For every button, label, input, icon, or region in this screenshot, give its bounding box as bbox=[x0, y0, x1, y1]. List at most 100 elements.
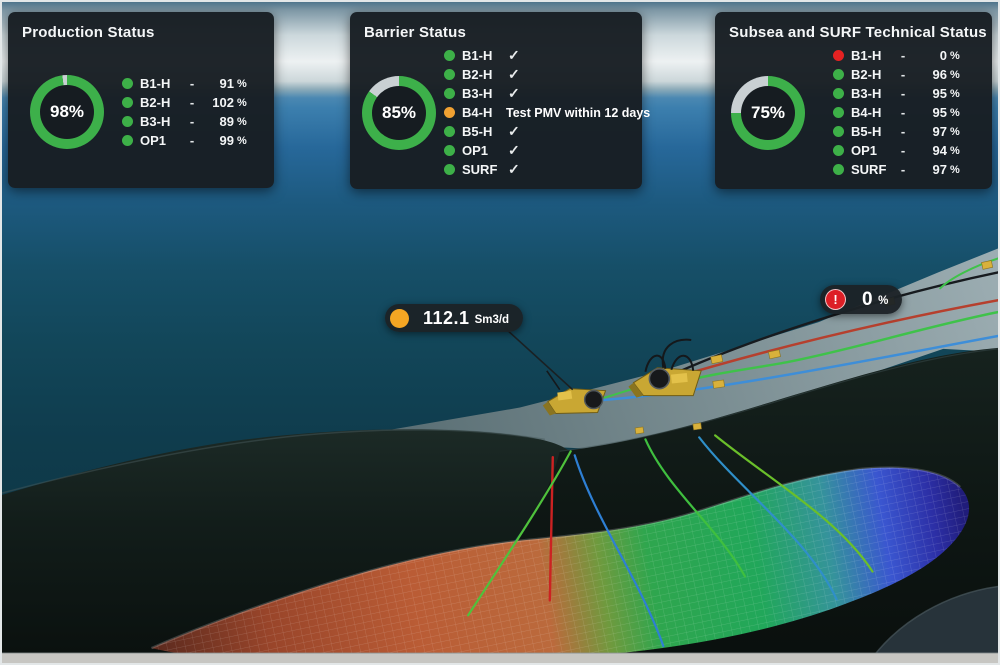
barrier-status-panel[interactable]: Barrier Status 85% B1-H ✓ B2-H ✓ B3-H bbox=[350, 12, 650, 189]
well-value: 95 bbox=[932, 86, 947, 101]
well-label: B1-H bbox=[462, 48, 493, 63]
seafloor-sand bbox=[216, 248, 998, 462]
barrier-warning-message: Test PMV within 12 days bbox=[506, 105, 651, 120]
panel-title: Subsea and SURF Technical Status bbox=[729, 24, 987, 41]
status-dot-icon bbox=[833, 164, 844, 175]
pipeline-inline-structures bbox=[634, 260, 994, 435]
well-blue-1 bbox=[573, 454, 665, 648]
well-label: B4-H bbox=[462, 105, 493, 120]
well-status-row[interactable]: SURF - 97 % bbox=[833, 160, 960, 179]
subsea-surf-technical-status-panel[interactable]: Subsea and SURF Technical Status 75% B1-… bbox=[715, 12, 992, 189]
checkmark-icon: ✓ bbox=[508, 66, 520, 82]
production-status-panel[interactable]: Production Status 98% B1-H - 91 % B2-H -… bbox=[8, 12, 274, 188]
barrier-row[interactable]: B1-H ✓ bbox=[444, 46, 650, 65]
well-status-row[interactable]: B1-H - 91 % bbox=[122, 74, 247, 93]
production-status-list: B1-H - 91 % B2-H - 102 % B3-H - 89 bbox=[122, 74, 247, 150]
status-dot-icon bbox=[833, 126, 844, 137]
status-dot-icon bbox=[833, 145, 844, 156]
separator: - bbox=[900, 143, 906, 158]
status-dot-icon bbox=[833, 88, 844, 99]
well-label: B3-H bbox=[851, 86, 882, 101]
manifold-1[interactable] bbox=[542, 370, 607, 416]
cliff-ridge-highlight bbox=[2, 429, 545, 494]
bottom-frame-strip bbox=[2, 653, 998, 663]
well-unit: % bbox=[237, 115, 247, 128]
separator: - bbox=[189, 114, 195, 129]
well-unit: % bbox=[950, 144, 960, 157]
well-label: OP1 bbox=[140, 133, 167, 148]
well-value: 97 bbox=[932, 124, 947, 139]
barrier-row[interactable]: B4-H Test PMV within 12 days bbox=[444, 103, 650, 122]
well-label: SURF bbox=[851, 162, 887, 177]
flow-badge-leader-line bbox=[504, 327, 574, 391]
well-value: 94 bbox=[932, 143, 947, 158]
well-green-1 bbox=[467, 450, 572, 617]
well-status-row[interactable]: B3-H - 95 % bbox=[833, 84, 960, 103]
well-status-row[interactable]: B2-H - 102 % bbox=[122, 93, 247, 112]
gauge-value-label: 85% bbox=[381, 102, 417, 122]
well-label: B1-H bbox=[851, 48, 882, 63]
status-dot-icon bbox=[122, 135, 133, 146]
status-dot-icon bbox=[444, 107, 455, 118]
well-status-row[interactable]: B3-H - 89 % bbox=[122, 112, 247, 131]
well-status-row[interactable]: B2-H - 96 % bbox=[833, 65, 960, 84]
well-green-2 bbox=[644, 438, 747, 578]
status-dot-icon bbox=[833, 107, 844, 118]
well-unit: % bbox=[950, 106, 960, 119]
production-gauge: 98% bbox=[30, 75, 104, 149]
well-status-row[interactable]: OP1 - 94 % bbox=[833, 141, 960, 160]
well-label: B5-H bbox=[462, 124, 493, 139]
barrier-row[interactable]: OP1 ✓ bbox=[444, 141, 650, 160]
well-status-row[interactable]: B5-H - 97 % bbox=[833, 122, 960, 141]
status-dot-icon bbox=[122, 97, 133, 108]
technical-status-list: B1-H - 0 % B2-H - 96 % B3-H - 95 bbox=[833, 46, 960, 179]
barrier-row[interactable]: B5-H ✓ bbox=[444, 122, 650, 141]
well-unit: % bbox=[950, 163, 960, 176]
well-label: B4-H bbox=[851, 105, 882, 120]
alarm-value: 0 bbox=[862, 288, 874, 310]
well-status-row[interactable]: B4-H - 95 % bbox=[833, 103, 960, 122]
reservoir-mesh bbox=[150, 466, 970, 663]
well-value: 96 bbox=[932, 67, 947, 82]
alarm-unit: % bbox=[878, 295, 889, 307]
status-dot-icon bbox=[833, 50, 844, 61]
checkmark-icon: ✓ bbox=[508, 47, 520, 63]
checkmark-icon: ✓ bbox=[508, 85, 520, 101]
barrier-status-list: B1-H ✓ B2-H ✓ B3-H ✓ B4-H Test PMV withi… bbox=[444, 46, 650, 179]
barrier-row[interactable]: SURF ✓ bbox=[444, 160, 650, 179]
status-dot-icon bbox=[122, 116, 133, 127]
pipe-silhouette bbox=[868, 586, 998, 663]
separator: - bbox=[900, 48, 906, 63]
well-unit: % bbox=[237, 77, 247, 90]
panel-title: Production Status bbox=[22, 24, 155, 41]
well-status-row[interactable]: B1-H - 0 % bbox=[833, 46, 960, 65]
well-label: OP1 bbox=[851, 143, 878, 158]
flow-warning-dot-icon bbox=[390, 308, 409, 328]
barrier-row[interactable]: B2-H ✓ bbox=[444, 65, 650, 84]
well-unit: % bbox=[237, 96, 247, 109]
separator: - bbox=[900, 86, 906, 101]
well-label: B2-H bbox=[851, 67, 882, 82]
well-unit: % bbox=[950, 49, 960, 62]
well-status-row[interactable]: OP1 - 99 % bbox=[122, 131, 247, 150]
flow-rate-badge[interactable]: 112.1 Sm3/d bbox=[385, 304, 524, 332]
separator: - bbox=[900, 162, 906, 177]
well-label: B3-H bbox=[140, 114, 171, 129]
technical-gauge: 75% bbox=[731, 75, 805, 150]
well-unit: % bbox=[950, 87, 960, 100]
well-value: 95 bbox=[932, 105, 947, 120]
separator: - bbox=[189, 95, 195, 110]
well-value: 91 bbox=[219, 76, 234, 91]
well-label: B2-H bbox=[140, 95, 171, 110]
manifold-2[interactable] bbox=[628, 338, 702, 398]
separator: - bbox=[900, 67, 906, 82]
alarm-badge[interactable]: ! 0 % bbox=[820, 285, 903, 314]
status-dot-icon bbox=[444, 164, 455, 175]
gauge-value-label: 98% bbox=[49, 102, 85, 121]
well-label: SURF bbox=[462, 162, 498, 177]
status-dot-icon bbox=[444, 126, 455, 137]
barrier-row[interactable]: B3-H ✓ bbox=[444, 84, 650, 103]
umbilical-black bbox=[664, 271, 998, 379]
status-dot-icon bbox=[122, 78, 133, 89]
